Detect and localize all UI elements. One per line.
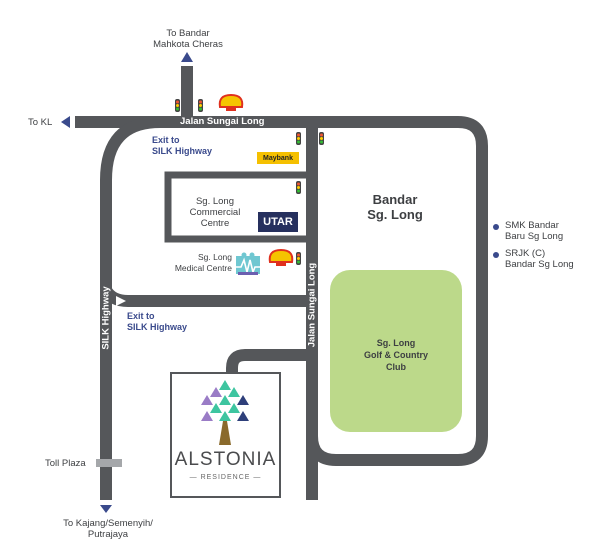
medical-centre-label: Sg. Long Medical Centre [172, 252, 232, 274]
road-top [75, 116, 488, 466]
golf-club-label: Sg. Long Golf & Country Club [335, 337, 457, 373]
destination-south-line: Putrajaya [87, 529, 129, 540]
commercial-centre-label: Sg. Long Commercial Centre [180, 196, 250, 229]
label-line: SMK Bandar [505, 220, 559, 231]
exit-label-lower: Exit to SILK Highway [127, 311, 187, 333]
maybank-badge: Maybank [257, 152, 299, 164]
label-line: Club [386, 362, 406, 372]
road-silk-highway [100, 116, 161, 500]
exit-line: SILK Highway [127, 322, 188, 332]
toll-plaza-marker [96, 459, 122, 467]
traffic-light-icon [319, 132, 324, 145]
exit-label-upper: Exit to SILK Highway [152, 135, 212, 157]
arrow-west-icon [61, 116, 70, 128]
arrow-north-icon [181, 52, 193, 62]
label-line: SRJK (C) [505, 248, 546, 259]
arrow-south-icon [100, 505, 112, 513]
road-commercial-loop [164, 171, 306, 243]
alstonia-subtitle: — RESIDENCE — [189, 474, 262, 481]
school-dot-icon [493, 252, 499, 258]
toll-plaza-label: Toll Plaza [45, 458, 86, 469]
shell-station-icon [218, 93, 244, 111]
label-line: Sg. Long [367, 207, 423, 222]
golf-course-area [330, 270, 462, 432]
exit-line: Exit to [152, 135, 180, 145]
destination-north-line: Mahkota Cheras [153, 39, 223, 50]
label-line: Bandar Sg Long [505, 259, 574, 270]
label-line: Golf & Country [364, 350, 428, 360]
label-line: Sg. Long [197, 252, 232, 262]
traffic-light-icon [296, 181, 301, 194]
destination-south-line: To Kajang/Semenyih/ [63, 518, 153, 529]
shell-station-icon [268, 248, 294, 266]
traffic-light-icon [198, 99, 203, 112]
destination-north: To Bandar Mahkota Cheras [140, 28, 236, 50]
label-line: Sg. Long [195, 196, 235, 207]
destination-south: To Kajang/Semenyih/ Putrajaya [40, 518, 176, 540]
label-line: Commercial [189, 207, 241, 218]
road-exit-branch [100, 286, 312, 307]
label-line: Bandar [372, 192, 418, 207]
traffic-light-icon [296, 132, 301, 145]
label-line: Sg. Long [376, 338, 416, 348]
road-alstonia-link [226, 349, 312, 374]
road-label-highway: SILK Highway [100, 286, 112, 350]
destination-north-line: To Bandar [166, 28, 210, 39]
exit-line: Exit to [127, 311, 155, 321]
traffic-light-icon [296, 252, 301, 265]
road-label-top: Jalan Sungai Long [180, 116, 265, 127]
alstonia-subtitle-text: RESIDENCE [200, 474, 251, 481]
exit-line: SILK Highway [152, 146, 213, 156]
school-dot-icon [493, 224, 499, 230]
traffic-light-icon [175, 99, 180, 112]
destination-west: To KL [28, 117, 53, 128]
label-line: Centre [200, 218, 230, 229]
school-label: SMK Bandar Baru Sg Long [505, 220, 563, 242]
medical-centre-logo-icon [236, 252, 260, 275]
school-label: SRJK (C) Bandar Sg Long [505, 248, 574, 270]
road-label-vertical: Jalan Sungai Long [306, 262, 318, 348]
bandar-sg-long-label: Bandar Sg. Long [345, 192, 445, 222]
alstonia-tree-logo [201, 380, 249, 445]
utar-badge: UTAR [258, 212, 298, 232]
alstonia-wordmark: ALSTONIA [174, 449, 277, 470]
label-line: Baru Sg Long [505, 231, 564, 242]
highway-junction-triangle [116, 296, 126, 306]
traffic-lights [175, 99, 324, 265]
label-line: Medical Centre [174, 263, 232, 273]
